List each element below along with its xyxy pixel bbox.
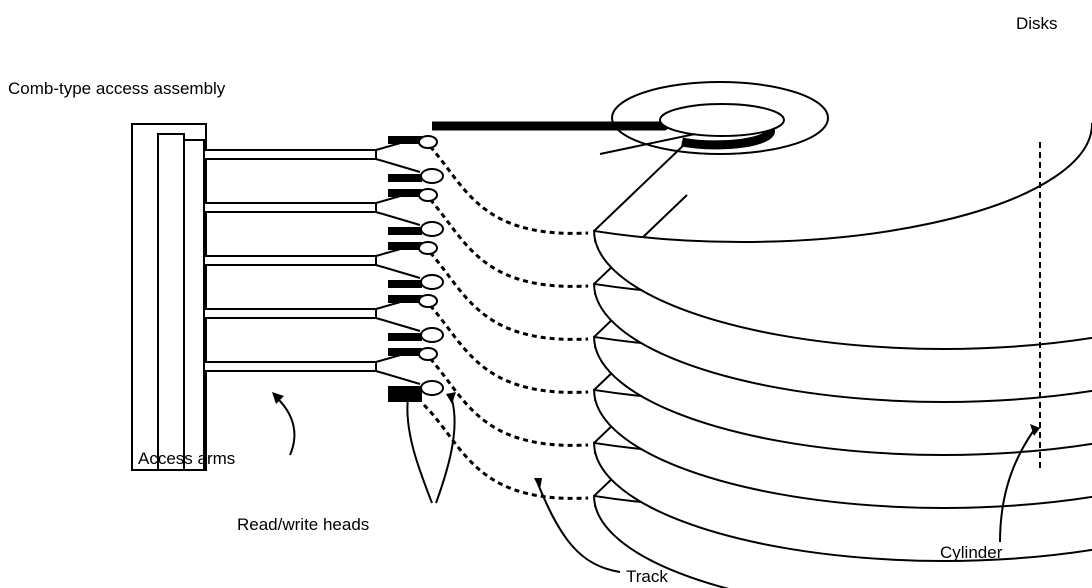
access-arm <box>203 308 377 319</box>
read-write-head <box>420 274 444 290</box>
access-arms-label: Access arms <box>138 449 236 468</box>
heads-pointer-2 <box>435 399 456 504</box>
access-arms-pointer <box>275 396 296 456</box>
track-line <box>422 350 589 447</box>
disk <box>432 81 1092 350</box>
head-mount <box>388 280 422 288</box>
read-write-head <box>420 380 444 396</box>
comb-assembly-label: Comb-type access assembly <box>8 79 226 98</box>
disk-cut-line <box>599 133 696 155</box>
read-write-head <box>420 168 444 184</box>
head-mount <box>388 189 422 197</box>
track-line <box>422 244 589 341</box>
read-write-head <box>418 135 438 149</box>
track-label: Track <box>626 567 668 586</box>
comb-spine <box>183 139 205 471</box>
read-write-head <box>418 347 438 361</box>
access-arm <box>203 202 377 213</box>
head-mount <box>388 386 422 394</box>
access-arms-arrowhead <box>272 392 284 404</box>
head-mount <box>388 174 422 182</box>
heads-pointer-1 <box>406 397 433 504</box>
disk-hub-inner <box>659 103 785 137</box>
read-write-head <box>418 188 438 202</box>
track-line <box>422 403 589 500</box>
access-arm <box>203 361 377 372</box>
track-line <box>422 297 589 394</box>
heads-arrowhead-1 <box>402 392 412 402</box>
cylinder-pointer <box>999 429 1035 543</box>
read-write-head <box>418 241 438 255</box>
access-arm <box>203 255 377 266</box>
head-mount <box>388 333 422 341</box>
cylinder-arrowhead <box>1030 424 1040 436</box>
track-line <box>422 191 589 288</box>
read-write-head <box>420 221 444 237</box>
disks-label: Disks <box>1016 14 1058 33</box>
head-mount <box>388 227 422 235</box>
read-write-heads-label: Read/write heads <box>237 515 370 534</box>
track-arrowhead <box>534 478 542 490</box>
track-pointer <box>537 483 621 573</box>
heads-arrowhead-2 <box>446 392 456 404</box>
comb-front-plate <box>157 133 185 471</box>
head-mount <box>388 242 422 250</box>
read-write-heads <box>388 135 444 402</box>
disk-cut-edge <box>593 141 688 232</box>
read-write-head <box>418 294 438 308</box>
label-pointers <box>272 392 1040 573</box>
head-mount <box>388 348 422 356</box>
head-mount <box>388 136 422 144</box>
disk-surface <box>593 122 1092 350</box>
read-write-head <box>420 327 444 343</box>
disk-hub-outer <box>611 81 829 155</box>
track-lines <box>422 138 589 500</box>
head-mount <box>388 295 422 303</box>
cylinder-label: Cylinder <box>940 543 1003 562</box>
access-arm <box>203 149 377 160</box>
comb-access-assembly <box>131 123 421 471</box>
track-line <box>422 138 589 235</box>
disk-stack <box>432 81 1092 588</box>
